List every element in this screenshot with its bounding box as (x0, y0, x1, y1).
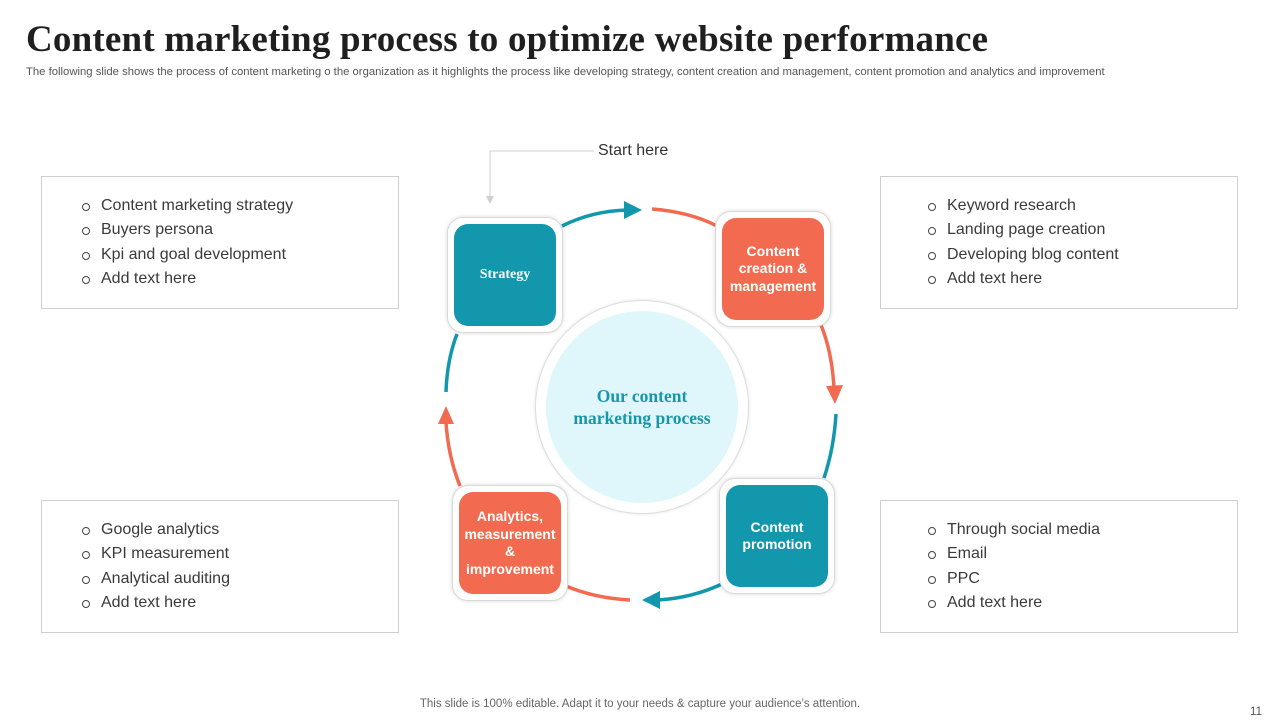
step-content-creation-label: Content creation & management (722, 218, 824, 320)
step-content-promotion-label: Content promotion (726, 485, 828, 587)
circle-bullet-icon (928, 276, 936, 285)
step-content-promotion: Content promotion (719, 478, 835, 594)
circle-bullet-icon (82, 575, 90, 584)
list-item: PPC (881, 567, 1237, 591)
step-content-creation: Content creation & management (715, 211, 831, 327)
strategy-details-box: Content marketing strategy Buyers person… (41, 176, 399, 309)
list-item: Keyword research (881, 194, 1237, 218)
arc-promotion-to-analytics (657, 582, 723, 602)
arrowhead-icon (624, 201, 642, 219)
arrowhead-icon (642, 591, 660, 609)
arc-strategy-to-creation (561, 208, 628, 228)
step-analytics: Analytics, measurement & improvement (452, 485, 568, 601)
step-strategy-label: Strategy (454, 224, 556, 326)
center-title: Our content marketing process (573, 386, 711, 428)
circle-bullet-icon (928, 551, 936, 560)
circle-bullet-icon (928, 575, 936, 584)
center-hub: Our content marketing process (535, 300, 749, 514)
list-item: Through social media (881, 518, 1237, 542)
step-strategy: Strategy (447, 217, 563, 333)
arc-analytics-segment (565, 584, 631, 602)
circle-bullet-icon (82, 227, 90, 236)
circle-bullet-icon (82, 251, 90, 260)
analytics-details-box: Google analytics KPI measurement Analyti… (41, 500, 399, 633)
list-item: Google analytics (42, 518, 398, 542)
list-item: Kpi and goal development (42, 243, 398, 267)
arrowhead-icon (826, 385, 843, 404)
circle-bullet-icon (928, 600, 936, 609)
content-creation-details-box: Keyword research Landing page creation D… (880, 176, 1238, 309)
circle-bullet-icon (928, 527, 936, 535)
circle-bullet-icon (82, 600, 90, 609)
list-item: Analytical auditing (42, 567, 398, 591)
circle-bullet-icon (82, 276, 90, 285)
list-item: Add text here (881, 591, 1237, 615)
circle-bullet-icon (928, 203, 936, 211)
start-connector-line (489, 150, 594, 198)
list-item: KPI measurement (42, 542, 398, 566)
page-subtitle: The following slide shows the process of… (26, 66, 1105, 78)
page-title: Content marketing process to optimize we… (26, 19, 989, 60)
list-item: Developing blog content (881, 243, 1237, 267)
center-circle: Our content marketing process (546, 311, 738, 503)
list-item: Add text here (42, 267, 398, 291)
start-here-label: Start here (598, 142, 669, 159)
circle-bullet-icon (928, 251, 936, 260)
arc-promotion-segment (822, 413, 838, 479)
step-analytics-label: Analytics, measurement & improvement (459, 492, 561, 594)
arc-creation-to-promotion (819, 324, 836, 389)
circle-bullet-icon (928, 227, 936, 236)
arrowhead-icon (438, 406, 454, 424)
list-item: Landing page creation (881, 218, 1237, 242)
circle-bullet-icon (82, 551, 90, 560)
list-item: Add text here (42, 591, 398, 615)
list-item: Add text here (881, 267, 1237, 291)
promotion-details-box: Through social media Email PPC Add text … (880, 500, 1238, 633)
footer-note: This slide is 100% editable. Adapt it to… (419, 698, 861, 710)
arc-creation-segment (651, 207, 718, 228)
circle-bullet-icon (82, 203, 90, 211)
arc-analytics-to-strategy (444, 421, 462, 487)
arc-strategy-segment (444, 333, 459, 393)
list-item: Content marketing strategy (42, 194, 398, 218)
start-arrowhead-icon (486, 196, 494, 204)
list-item: Buyers persona (42, 218, 398, 242)
circle-bullet-icon (82, 527, 90, 535)
list-item: Email (881, 542, 1237, 566)
page-number: 11 (1250, 706, 1262, 718)
